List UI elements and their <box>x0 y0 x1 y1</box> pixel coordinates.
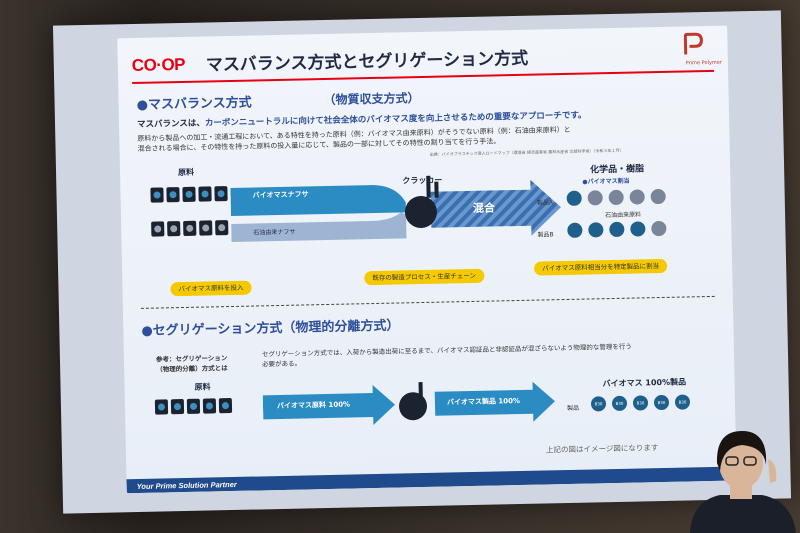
drum-icon <box>170 399 185 415</box>
segregation-drums <box>154 398 233 415</box>
segregation-product-label: 製品 <box>567 404 580 412</box>
lead-prefix: マスバランスは、 <box>136 118 206 130</box>
mass-balance-heading: ●マスバランス方式 <box>136 95 252 113</box>
product-a-label: 製品A <box>536 199 553 207</box>
biomass-allocated-label: ●バイオマス割当 <box>582 177 630 186</box>
product-circle: B30 <box>632 395 649 411</box>
projection-screen: CO·OP マスバランス方式とセグリゲーション方式 Prime Polymer … <box>52 10 792 514</box>
drum-icon <box>218 398 233 414</box>
factory-icon <box>399 392 428 421</box>
arrow-biomass-raw-label: バイオマス原料 100% <box>276 400 351 411</box>
drum-icon <box>183 220 197 236</box>
biomass-raw-arrow <box>262 385 395 426</box>
product-b-circles <box>567 220 667 238</box>
tag-existing-process: 既存の製造プロセス・生産チェーン <box>364 268 485 286</box>
mass-balance-subheading: （物質収支方式） <box>323 91 420 108</box>
segregation-product-circles: B30 B30 B30 B30 B30 <box>590 394 691 412</box>
source-citation: 出典：バイオプラスチック導入ロードマップ（環境省 経済産業省 農林水産省 文部科… <box>429 147 624 157</box>
product-a-circles <box>566 188 666 206</box>
presentation-slide: CO·OP マスバランス方式とセグリゲーション方式 Prime Polymer … <box>117 25 737 494</box>
product-b-label: 製品B <box>537 231 554 239</box>
tag-biomass-assign: バイオマス原料相当分を特定製品に割当 <box>534 258 668 276</box>
cracker-label: クラッカー <box>402 175 443 186</box>
product-circle <box>608 189 624 206</box>
biomass-100-product-label: バイオマス 100%製品 <box>602 377 687 389</box>
raw-material-label: 原料 <box>177 167 195 178</box>
segregation-heading: ●セグリゲーション方式（物理的分離方式） <box>141 318 400 339</box>
biomass-product-arrow <box>434 381 555 422</box>
product-circle: B30 <box>611 395 628 412</box>
tag-biomass-input: バイオマス原料を投入 <box>170 280 252 297</box>
coop-logo: CO·OP <box>131 54 186 76</box>
product-circle <box>630 221 646 237</box>
brand-name: Prime Polymer <box>685 59 722 67</box>
presenter-silhouette <box>690 431 796 533</box>
petro-drums <box>151 220 229 237</box>
product-circle <box>629 189 645 205</box>
slide-title: マスバランス方式とセグリゲーション方式 <box>205 48 529 76</box>
drum-icon <box>166 187 180 203</box>
biomass-naphtha-band <box>230 185 406 216</box>
cracker-icon <box>404 196 437 229</box>
product-circle <box>588 222 604 238</box>
drum-icon <box>150 187 164 203</box>
biomass-drums <box>150 186 228 203</box>
drum-icon <box>182 186 196 202</box>
drum-icon <box>215 220 229 236</box>
drum-icon <box>202 398 217 414</box>
mix-arrow <box>430 179 561 236</box>
mass-balance-flow-diagram <box>230 175 561 242</box>
mix-label: 混合 <box>472 201 496 215</box>
product-circle <box>651 220 667 237</box>
product-circle <box>587 190 603 206</box>
section-divider <box>140 295 715 309</box>
drum-icon <box>198 186 212 202</box>
segregation-ref-2: （物理的分離）方式とは <box>156 364 228 374</box>
segregation-body-1: セグリゲーション方式では、入荷から製造出荷に至るまで、バイオマス認証品と非認証品… <box>261 342 632 359</box>
drum-icon <box>186 398 201 414</box>
segregation-raw-label: 原料 <box>194 382 211 392</box>
chem-resin-label: 化学品・樹脂 <box>590 164 645 176</box>
slide-title-bar: CO·OP マスバランス方式とセグリゲーション方式 Prime Polymer <box>117 26 728 87</box>
arrow-biomass-product-label: バイオマス製品 100% <box>446 396 521 407</box>
drum-icon <box>154 399 169 415</box>
product-circle: B30 <box>674 394 691 410</box>
product-circle <box>567 222 583 238</box>
drum-icon <box>151 221 165 237</box>
biomass-naphtha-label: バイオマスナフサ <box>252 190 309 200</box>
product-circle <box>650 188 666 205</box>
prime-polymer-logo-icon <box>683 32 703 55</box>
petro-derived-label: 石油由来原料 <box>604 211 642 220</box>
drum-icon <box>214 186 228 202</box>
product-circle: B30 <box>590 396 607 412</box>
petro-naphtha-label: 石油由来ナフサ <box>253 228 296 237</box>
product-circle <box>566 190 582 206</box>
segregation-body-2: 必要がある。 <box>262 359 302 369</box>
drum-icon <box>199 220 213 236</box>
product-circle: B30 <box>653 394 670 411</box>
product-circle <box>609 221 625 238</box>
segregation-flow-diagram <box>262 381 555 426</box>
image-note: 上記の図はイメージ図になります <box>545 443 659 455</box>
petro-naphtha-band <box>231 212 407 242</box>
drum-icon <box>167 221 181 237</box>
